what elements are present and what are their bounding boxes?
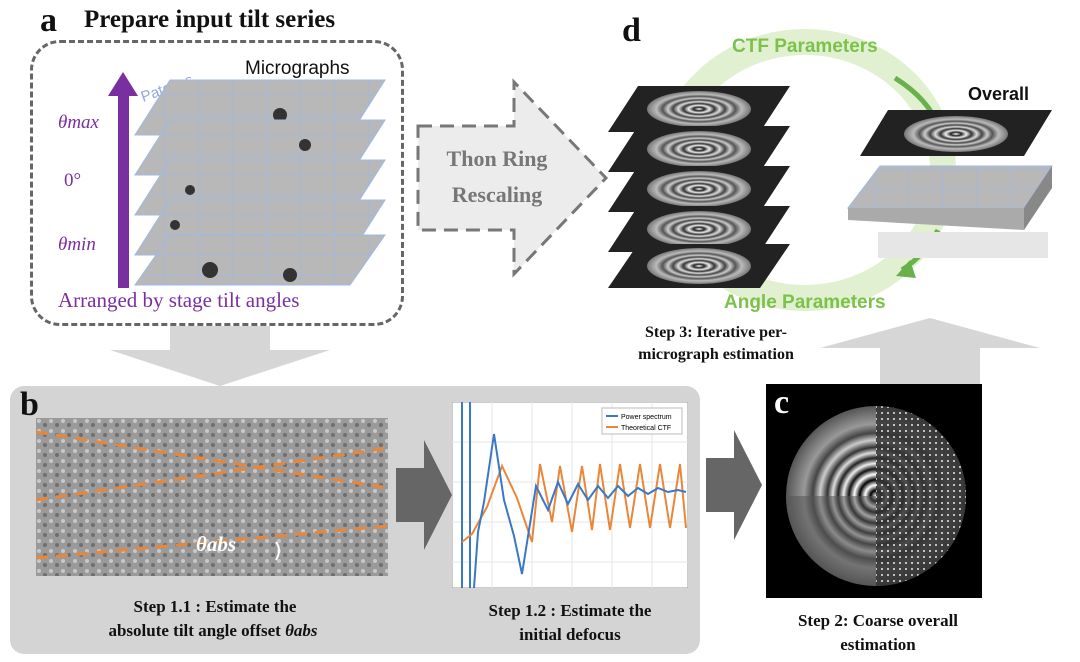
panel-b-letter: b <box>20 386 39 423</box>
panel-a-box <box>30 40 404 326</box>
step11-symbol: θabs <box>285 621 318 640</box>
theta-max-label: θmax <box>58 112 99 133</box>
overall-estimate <box>846 110 1053 230</box>
panel-a-letter: a <box>40 2 57 39</box>
thon-ring-arrow <box>416 78 609 278</box>
step11-line1: Step 1.1 : Estimate the <box>133 597 297 616</box>
plot-legend <box>601 407 683 435</box>
arrow-b-to-c <box>706 430 762 540</box>
micrographs-label: Micrographs <box>245 58 350 79</box>
angle-parameters-label: Angle Parameters <box>724 292 886 313</box>
legend-power-spectrum: Power spectrum <box>621 414 672 421</box>
panel-c-letter: c <box>774 384 790 421</box>
arrow-b1-to-b2 <box>396 440 452 550</box>
theta-min-label: θmin <box>58 234 96 255</box>
step3-line2: micrograph estimation <box>638 346 794 363</box>
step2-line2: estimation <box>840 635 916 654</box>
theta-abs-label: θabs <box>196 532 237 556</box>
step12-line1: Step 1.2 : Estimate the <box>488 601 652 620</box>
arrow-a-to-b <box>110 326 330 386</box>
tilt-axis-arrow <box>108 72 138 288</box>
panel-a-title: Prepare input tilt series <box>84 6 336 33</box>
ctf-fit-plot: Power spectrum Theoretical CTF <box>452 402 688 588</box>
step3-line1: Step 3: Iterative per- <box>644 324 788 341</box>
ctf-stack <box>608 86 790 288</box>
ctf-parameters-label: CTF Parameters <box>732 36 878 57</box>
thon-ring-line1: Thon Ring <box>446 146 548 171</box>
zero-degree-label: 0° <box>64 170 82 191</box>
panel-d-letter: d <box>622 12 641 49</box>
overall-power-spectrum <box>786 406 966 586</box>
step12-line2: initial defocus <box>519 625 621 644</box>
overall-shadow <box>878 232 1048 258</box>
thon-ring-line2: Rescaling <box>451 182 543 207</box>
legend-theoretical-ctf: Theoretical CTF <box>621 425 671 432</box>
tomogram-slice <box>36 418 388 576</box>
step11-line2-wrap: absolute tilt angle offset θabs <box>58 620 368 641</box>
step2-line1: Step 2: Coarse overall <box>797 611 959 630</box>
overall-label: Overall <box>968 84 1030 104</box>
micrograph-stack <box>134 79 386 286</box>
step11-line2: absolute tilt angle offset <box>108 621 281 640</box>
arranged-label: Arranged by stage tilt angles <box>58 288 300 312</box>
arrow-c-to-d <box>820 318 1040 384</box>
